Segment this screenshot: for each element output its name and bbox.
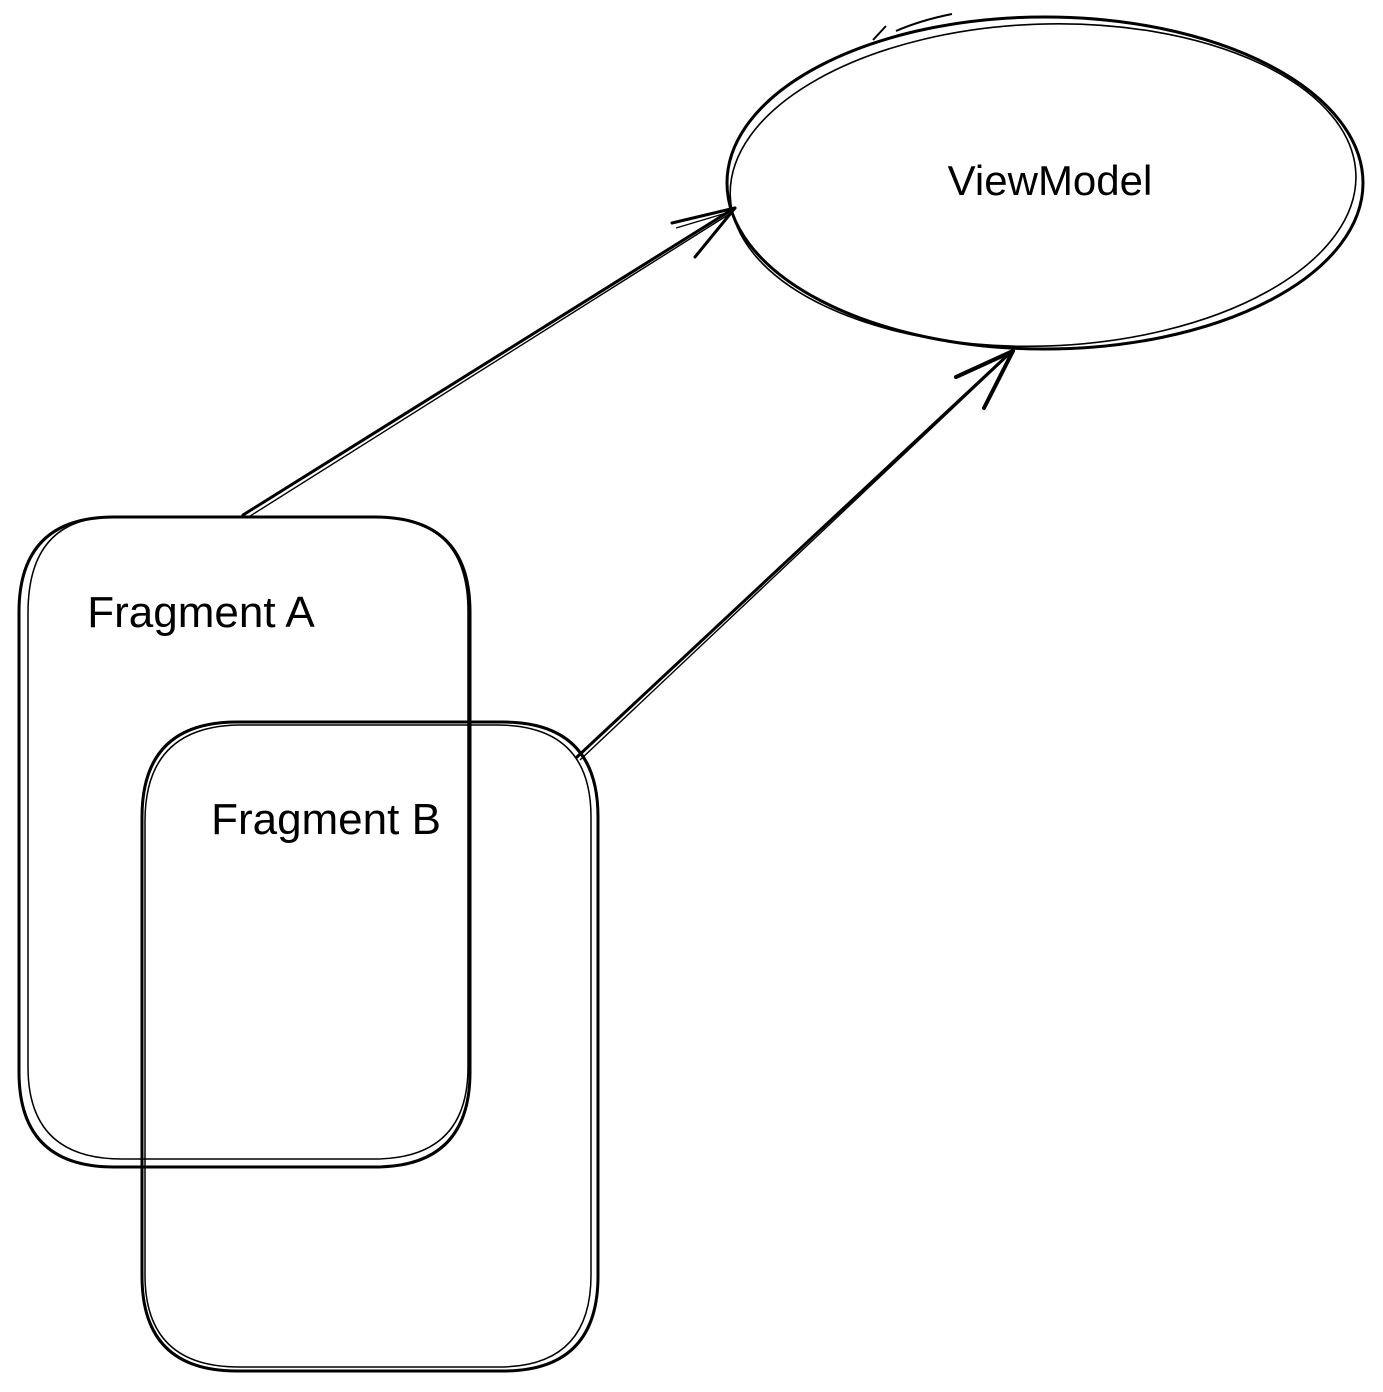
arrow-a-shaft-sketch-duplicate — [246, 212, 732, 519]
viewmodel-label: ViewModel — [947, 156, 1153, 204]
arrow-a-shaft — [241, 207, 735, 517]
fragment-a-node — [17, 515, 472, 1169]
arrow-a-head-barb-upper — [670, 206, 737, 225]
viewmodel-ellipse-outline — [725, 15, 1365, 351]
fragment-b-label: Fragment B — [211, 794, 441, 844]
viewmodel-node — [725, 13, 1365, 351]
ellipse-sketch-overshoot — [895, 13, 953, 32]
fragment-a-label: Fragment A — [87, 587, 315, 637]
fragment-b-node — [140, 720, 600, 1373]
fragment-a-outline — [17, 515, 472, 1169]
fragment-a-outline-sketch-duplicate — [27, 516, 469, 1160]
ellipse-sketch-tick — [872, 25, 887, 41]
arrow-b-head-barb-upper — [954, 349, 1015, 379]
arrow-b-shaft-sketch-duplicate — [579, 354, 1010, 761]
fragment-b-outline — [140, 720, 600, 1373]
arrow-b-head-barb-lower — [982, 349, 1015, 410]
viewmodel-ellipse-outline-sketch-duplicate — [729, 22, 1357, 348]
arrow-fragment-b-to-viewmodel — [575, 349, 1015, 761]
arrow-fragment-a-to-viewmodel — [241, 206, 737, 519]
arrow-a-head-barb-upper-duplicate — [675, 210, 734, 229]
arrow-b-shaft — [575, 350, 1013, 759]
arrow-a-head-barb-lower — [693, 206, 737, 259]
fragment-b-outline-sketch-duplicate — [144, 724, 592, 1368]
